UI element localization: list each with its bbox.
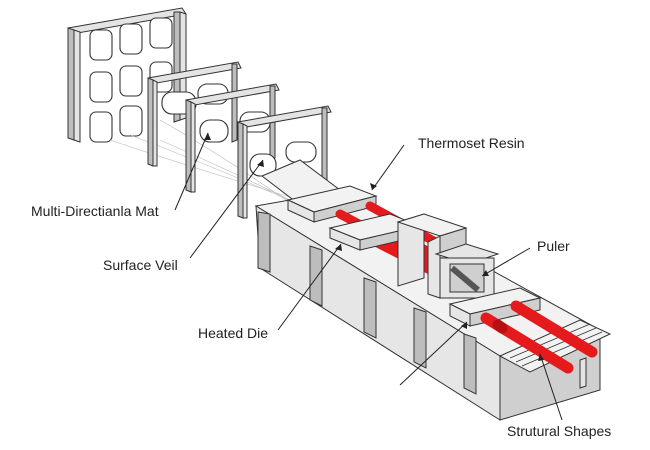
leader-lines [174, 132, 563, 421]
mat-frame-2 [185, 83, 280, 193]
leader-veil [189, 159, 264, 259]
label-heated-die: Heated Die [198, 325, 268, 341]
leader-thermoset-resin [371, 144, 405, 191]
leader-heated-die [277, 243, 342, 331]
label-puller: Puler [537, 238, 570, 254]
mat-roll [199, 119, 229, 143]
label-multi-directional-mat: Multi-Directianla Mat [31, 203, 159, 219]
leader-structural-shapes [539, 353, 563, 421]
resin-bath [286, 185, 378, 223]
output-rack [498, 319, 612, 389]
structural-shapes [480, 300, 598, 374]
leader-puller [481, 247, 531, 277]
puller [396, 213, 500, 299]
leader-die-2 [399, 321, 468, 386]
veil-frame [237, 105, 342, 219]
label-thermoset-resin: Thermoset Resin [418, 135, 525, 151]
label-surface-veil: Surface Veil [103, 257, 178, 273]
leader-mat [174, 132, 209, 211]
label-structural-shapes: Strutural Shapes [507, 423, 611, 439]
